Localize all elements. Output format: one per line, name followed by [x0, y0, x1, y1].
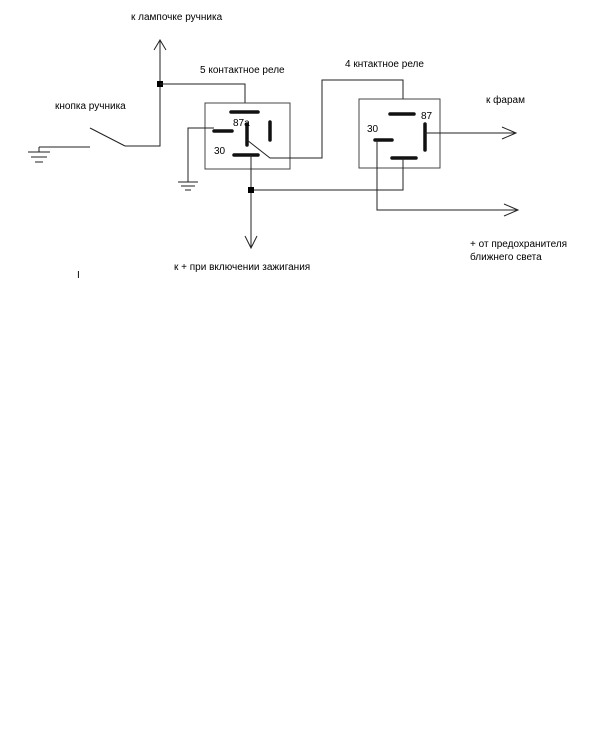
arrow-to-headlights — [425, 126, 518, 140]
relay5-pin-87a: 87a — [233, 118, 250, 129]
label-ignition: к + при включении зажигания — [174, 262, 310, 273]
wire-button-to-junction — [125, 84, 161, 147]
ground-symbol-left — [28, 147, 50, 163]
label-lamp: к лампочке ручника — [131, 12, 223, 23]
label-headlights: к фарам — [486, 94, 525, 106]
arrow-from-fuse — [376, 140, 520, 217]
arrow-to-ignition — [244, 155, 258, 250]
junction-dot-bottom — [248, 187, 254, 193]
text-cursor: I — [77, 270, 80, 281]
wire-relay4-to-relay5 — [251, 158, 404, 191]
label-relay5: 5 контактное реле — [200, 65, 285, 76]
wire-relay5-to-ground — [187, 127, 214, 182]
arrow-to-lamp — [153, 39, 167, 84]
relay5-pin-30: 30 — [214, 146, 226, 157]
ground-symbol-relay5 — [178, 181, 198, 191]
wire-relay5-internal — [246, 79, 404, 159]
wire-junction-to-relay5 — [160, 83, 246, 103]
label-fuse-line1: + от предохранителя — [470, 239, 567, 250]
relay4-pin-30: 30 — [367, 124, 379, 135]
handbrake-switch — [89, 127, 126, 147]
label-button: кнопка ручника — [55, 101, 126, 112]
relay-5-pin — [204, 102, 291, 170]
relay4-pin-87: 87 — [421, 111, 433, 122]
label-relay4: 4 кнтактное реле — [345, 59, 424, 70]
label-fuse-line2: ближнего света — [470, 251, 542, 263]
